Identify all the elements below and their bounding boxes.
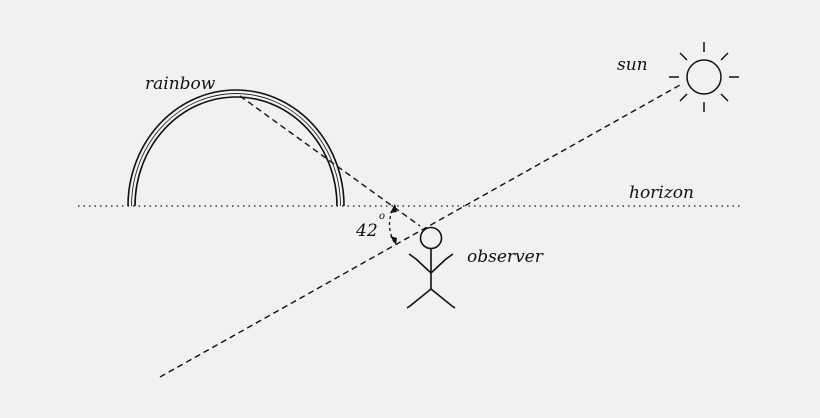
angle-degree-symbol: o — [379, 211, 385, 222]
rainbow-arc — [127, 89, 345, 207]
sun-icon — [669, 42, 739, 112]
sunlight-ray — [159, 84, 681, 378]
angle-arrowhead-top — [390, 204, 397, 213]
angle-arrowhead-bottom — [390, 236, 397, 245]
observer-head-icon — [419, 226, 443, 250]
rainbow-sight-line — [239, 95, 421, 227]
observer-figure — [406, 226, 456, 309]
observer-label: observer — [467, 247, 544, 267]
rainbow-label: rainbow — [145, 74, 216, 94]
sun-label: sun — [617, 55, 648, 75]
angle-label: 42 — [355, 221, 378, 241]
horizon-label: horizon — [629, 183, 694, 203]
